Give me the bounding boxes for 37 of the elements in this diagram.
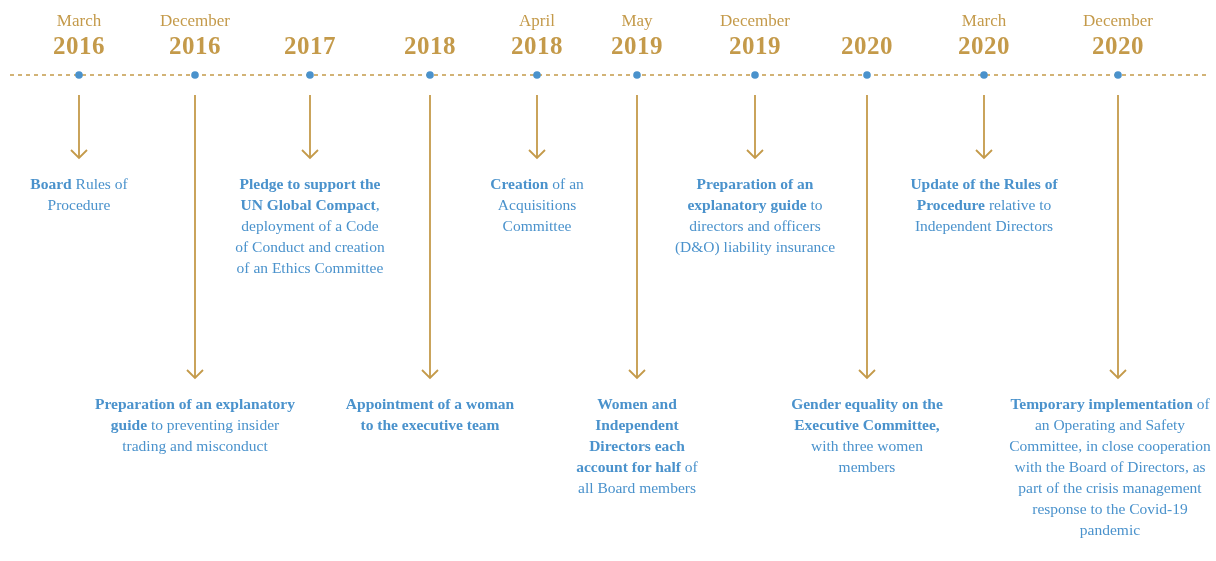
arrow bbox=[186, 94, 204, 379]
year-label: 2019 bbox=[729, 32, 781, 60]
arrow bbox=[858, 94, 876, 379]
milestone-text: Update of the Rules of Procedure relative to Independent Directors bbox=[909, 173, 1059, 236]
month-label: May bbox=[621, 10, 653, 32]
arrow bbox=[421, 94, 439, 379]
year-label: 2019 bbox=[611, 32, 663, 60]
milestone-text: Gender equality on the Executive Committee, with three women members bbox=[787, 393, 947, 477]
year-label: 2020 bbox=[841, 32, 893, 60]
arrow bbox=[1109, 94, 1127, 379]
arrow bbox=[301, 94, 319, 159]
milestone-text: Temporary implementation of an Operating and Safety Committee, in close cooperation with the Board of Directors, as part of the crisis management response to the Covid-19 pandemic bbox=[1007, 393, 1213, 540]
month-label: December bbox=[1083, 10, 1153, 32]
milestone-text: Preparation of an explanatory guide to preventing insider trading and misconduct bbox=[95, 393, 295, 456]
year-label: 2016 bbox=[53, 32, 105, 60]
milestone-text: Board Rules of Procedure bbox=[4, 173, 154, 215]
month-label: April bbox=[519, 10, 555, 32]
year-label: 2020 bbox=[1092, 32, 1144, 60]
milestone-text: Creation of an Acquisitions Committee bbox=[462, 173, 612, 236]
year-label: 2018 bbox=[404, 32, 456, 60]
month-label: March bbox=[961, 10, 1007, 32]
milestone-text: Women and Independent Directors each account for half of all Board members bbox=[567, 393, 707, 498]
year-label: 2017 bbox=[284, 32, 336, 60]
year-label: 2018 bbox=[511, 32, 563, 60]
month-label: December bbox=[720, 10, 790, 32]
arrow bbox=[70, 94, 88, 159]
arrow bbox=[975, 94, 993, 159]
arrow bbox=[528, 94, 546, 159]
milestone-text: Pledge to support the UN Global Compact, deployment of a Code of Conduct and creation of an Ethics Committee bbox=[235, 173, 385, 278]
milestone-text: Appointment of a woman to the executive team bbox=[345, 393, 515, 435]
year-label: 2016 bbox=[169, 32, 221, 60]
arrow bbox=[628, 94, 646, 379]
arrow bbox=[746, 94, 764, 159]
month-label: March bbox=[56, 10, 102, 32]
milestone-text: Preparation of an explanatory guide to directors and officers (D&O) liability insurance bbox=[665, 173, 845, 257]
year-label: 2020 bbox=[958, 32, 1010, 60]
month-label: December bbox=[160, 10, 230, 32]
